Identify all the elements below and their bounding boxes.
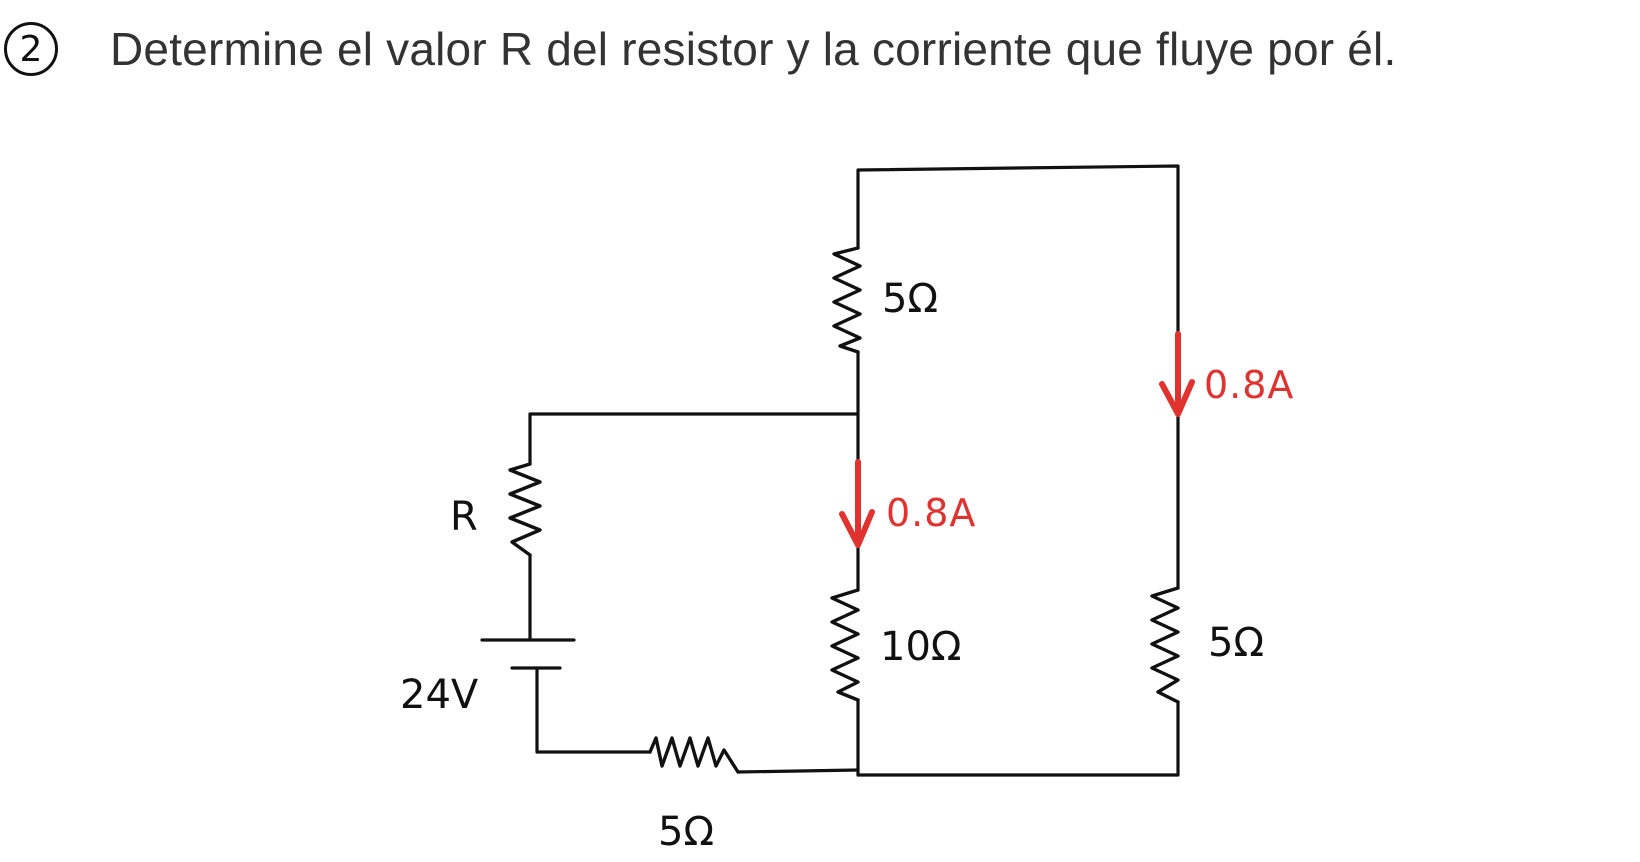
label-r-top: 5Ω (882, 276, 938, 322)
label-r-right: 5Ω (1208, 620, 1264, 666)
wire-top-loop (856, 164, 1180, 407)
label-r-bottom: 5Ω (658, 809, 714, 855)
problem-header: 2 Determine el valor R del resistor y la… (0, 0, 1640, 110)
resistor-mid-10ohm (830, 588, 860, 702)
resistor-bottom-5ohm (648, 736, 740, 774)
wire-bottom-to-junction (736, 768, 860, 774)
label-r-mid: 10Ω (880, 624, 961, 670)
resistor-top-5ohm (832, 246, 862, 354)
wire-battery-bottom (535, 666, 652, 754)
circuit-wires (528, 164, 1180, 777)
label-current-middle: 0.8A (886, 491, 976, 535)
resistor-unknown-r (508, 462, 542, 557)
resistor-right-5ohm (1150, 586, 1180, 704)
problem-number-badge: 2 (4, 22, 58, 76)
current-arrow-middle (839, 459, 875, 548)
label-battery: 24V (400, 672, 479, 718)
problem-number: 2 (19, 28, 43, 70)
wire-left-top (528, 412, 860, 466)
problem-statement: Determine el valor R del resistor y la c… (110, 23, 1397, 75)
wire-right-bottom (856, 700, 1180, 777)
label-r-unknown: R (450, 494, 478, 540)
current-arrow-right (1159, 331, 1195, 417)
label-current-right: 0.8A (1204, 363, 1294, 407)
battery-24v (480, 638, 576, 670)
